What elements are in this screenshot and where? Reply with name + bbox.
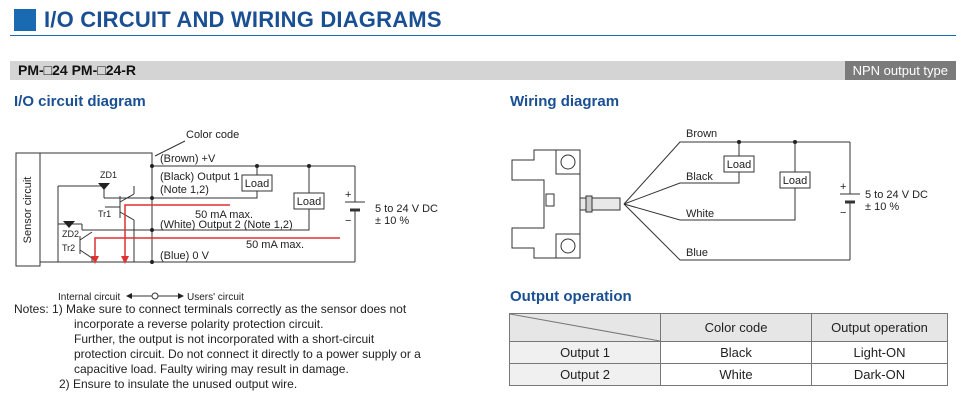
- note-line: protection circuit. Do not connect it di…: [74, 347, 421, 361]
- row-name: Output 1: [509, 341, 661, 364]
- table-row: Output 2 White Dark-ON: [509, 363, 948, 386]
- title-rule: [10, 35, 956, 36]
- wiring-diagram: Brown Black White Blue Load Load + − 5 t…: [511, 128, 928, 261]
- brown-terminal-label: (Brown) +V: [160, 153, 216, 165]
- supply-voltage-label: 5 to 24 V DC: [375, 203, 438, 215]
- wiring-supply-voltage: 5 to 24 V DC: [865, 189, 928, 201]
- column-header-output-operation: Output operation: [811, 313, 948, 342]
- current-limit-label-1: 50 mA max.: [195, 209, 253, 221]
- row-operation: Light-ON: [811, 341, 948, 364]
- note-line: 2) Ensure to insulate the unused output …: [59, 377, 298, 391]
- row-name: Output 2: [509, 363, 661, 386]
- column-header-color-code: Color code: [660, 313, 812, 342]
- wire-white-label: White: [686, 208, 714, 220]
- zd2-label: ZD2: [62, 229, 79, 239]
- output-operation-table: Color code Output operation Output 1 Bla…: [509, 313, 948, 386]
- wiring-plus-sign: +: [840, 181, 846, 193]
- color-code-label: Color code: [186, 129, 239, 141]
- wiring-load1-label: Load: [727, 159, 751, 171]
- users-circuit-label: Users' circuit: [187, 292, 244, 300]
- model-names: PM-□24 PM-□24-R: [18, 62, 137, 78]
- note-line: incorporate a reverse polarity protectio…: [74, 317, 324, 331]
- plus-sign: +: [345, 189, 351, 201]
- corner-diagonal: [510, 314, 660, 341]
- wiring-heading: Wiring diagram: [510, 93, 620, 110]
- page-title-text: I/O CIRCUIT AND WIRING DIAGRAMS: [44, 7, 442, 32]
- note12-label: (Note 1,2): [160, 184, 209, 196]
- model-bar: PM-□24 PM-□24-R NPN output type: [10, 61, 956, 80]
- row-color: White: [660, 363, 812, 386]
- note-line: Notes: 1) Make sure to connect terminals…: [14, 302, 407, 316]
- title-marker: [14, 9, 36, 31]
- note-line: capacitive load. Faulty wiring may resul…: [74, 362, 349, 376]
- wire-black-label: Black: [686, 171, 713, 183]
- output-operation-heading: Output operation: [510, 288, 632, 305]
- wiring-minus-sign: −: [840, 207, 846, 219]
- minus-sign: −: [345, 215, 351, 227]
- io-circuit-diagram: Color code Sensor circuit (Brown) +V (Bl…: [15, 129, 438, 300]
- row-color: Black: [660, 341, 812, 364]
- supply-tolerance-label: ± 10 %: [375, 215, 409, 227]
- load1-label: Load: [245, 178, 269, 190]
- row-operation: Dark-ON: [811, 363, 948, 386]
- internal-circuit-label: Internal circuit: [58, 292, 120, 300]
- tr2-label: Tr2: [62, 243, 75, 253]
- load2-label: Load: [297, 196, 321, 208]
- table-row: Output 1 Black Light-ON: [509, 341, 948, 364]
- blue-terminal-label: (Blue) 0 V: [160, 250, 210, 262]
- io-circuit-heading: I/O circuit diagram: [14, 93, 146, 110]
- table-corner-cell: [509, 313, 661, 342]
- current-limit-label-2: 50 mA max.: [246, 239, 304, 251]
- white-output2-label: (White) Output 2 (Note 1,2): [160, 219, 293, 231]
- wiring-load2-label: Load: [783, 175, 807, 187]
- zd1-label: ZD1: [100, 170, 117, 180]
- sensor-circuit-label: Sensor circuit: [22, 177, 34, 244]
- note-line: Further, the output is not incorporated …: [74, 332, 375, 346]
- table-header-row: Color code Output operation: [509, 313, 948, 342]
- wiring-supply-tolerance: ± 10 %: [865, 201, 899, 213]
- tr1-label: Tr1: [98, 209, 111, 219]
- output-type-badge: NPN output type: [844, 61, 956, 80]
- black-output1-label: (Black) Output 1: [160, 171, 239, 183]
- page-title: I/O CIRCUIT AND WIRING DIAGRAMS: [14, 6, 442, 34]
- wire-brown-label: Brown: [686, 128, 717, 140]
- notes: Notes: 1) Make sure to connect terminals…: [14, 302, 421, 392]
- wire-blue-label: Blue: [686, 247, 708, 259]
